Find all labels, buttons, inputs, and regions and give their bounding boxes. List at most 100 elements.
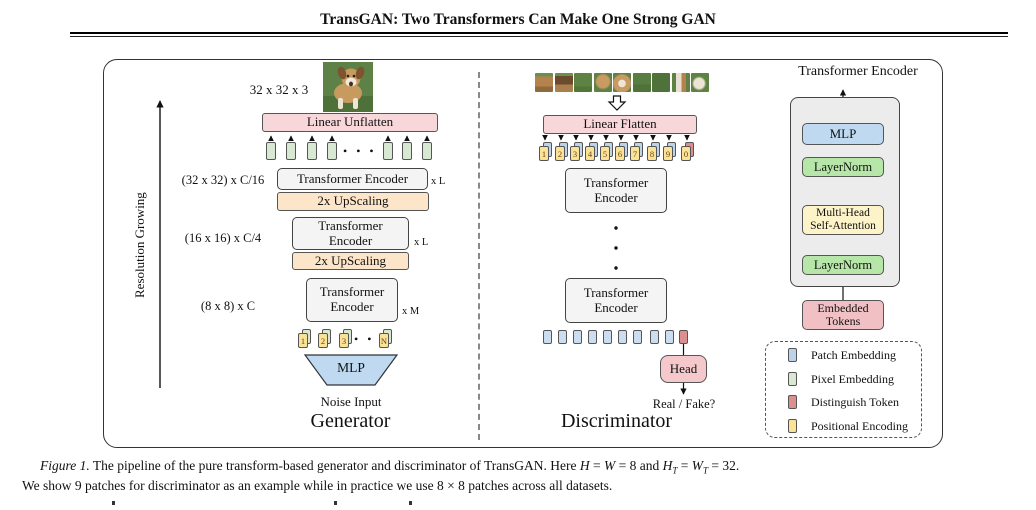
generator-section-label: Generator xyxy=(310,410,391,432)
section-divider xyxy=(478,72,480,440)
figure-caption-line1: Figure 1. The pipeline of the pure trans… xyxy=(40,458,1005,476)
image-patch xyxy=(554,73,573,92)
mlp-box: MLP xyxy=(802,123,884,145)
legend-frame xyxy=(765,341,922,438)
encoder-line: Transformer xyxy=(318,217,383,233)
legend-item: Distinguish Token xyxy=(788,394,918,410)
patch-token: 3 xyxy=(570,142,583,161)
math-value: 8 xyxy=(629,458,637,473)
positional-token: 3 xyxy=(339,329,352,348)
image-patch xyxy=(574,73,592,92)
legend-item: Positional Encoding xyxy=(788,418,918,434)
pixel-embedding-swatch xyxy=(788,372,797,386)
math-operator: = xyxy=(680,458,689,473)
upscaling-box: 2x UpScaling xyxy=(277,192,429,211)
encoder-line: Transformer xyxy=(583,284,649,300)
token-number: 3 xyxy=(339,333,349,348)
upscaling-box: 2x UpScaling xyxy=(292,252,409,270)
encoder-line: Encoder xyxy=(330,299,374,314)
layernorm-box: LayerNorm xyxy=(802,255,884,275)
token-number: 1 xyxy=(539,146,549,161)
legend-label: Pixel Embedding xyxy=(811,372,894,386)
mhsa-line: Multi-Head xyxy=(816,207,870,220)
patch-token: 8 xyxy=(647,142,660,161)
ellipsis: • • • xyxy=(343,144,377,158)
pixel-token xyxy=(307,142,317,160)
patch-embedding-token xyxy=(543,330,552,344)
repeat-label: x M xyxy=(402,306,420,317)
figure-caption-line2: We show 9 patches for discriminator as a… xyxy=(22,478,613,493)
pixel-token xyxy=(286,142,296,160)
token-number: 2 xyxy=(318,333,328,348)
math-value: 32. xyxy=(722,458,740,473)
resolution-label: (16 x 16) x C/4 xyxy=(184,231,262,245)
patch-token: 5 xyxy=(600,142,613,161)
encoder-line: Encoder xyxy=(594,299,638,315)
distinguish-token-output xyxy=(679,330,688,344)
image-patch xyxy=(535,73,553,92)
token-number: 2 xyxy=(555,146,565,161)
layernorm-box: LayerNorm xyxy=(802,157,884,177)
token-number: 1 xyxy=(298,333,308,348)
token-number: N xyxy=(379,333,389,348)
output-shape-label: 32 x 32 x 3 xyxy=(249,82,309,97)
caption-text: The pipeline of the pure transform-based… xyxy=(92,458,577,473)
math-symbol: HT xyxy=(662,458,678,476)
image-patch xyxy=(691,73,709,92)
pixel-token xyxy=(266,142,276,160)
image-patch xyxy=(652,73,670,92)
patch-token: 6 xyxy=(615,142,628,161)
distinguish-token-swatch xyxy=(788,395,797,409)
input-patch-strip xyxy=(535,73,709,92)
positional-token: 2 xyxy=(318,329,331,348)
real-fake-label: Real / Fake? xyxy=(652,397,716,411)
ellipsis: • • • xyxy=(354,332,388,346)
resolution-growing-label: Resolution Growing xyxy=(132,192,147,299)
token-number: 9 xyxy=(663,146,673,161)
patch-embedding-token xyxy=(618,330,627,344)
resolution-label: (32 x 32) x C/16 xyxy=(181,173,265,187)
token-number: 0 xyxy=(681,146,691,161)
encoder-line: Encoder xyxy=(594,189,638,205)
math-symbol: WT xyxy=(691,458,709,476)
figure-frame xyxy=(103,59,943,448)
patch-embedding-token xyxy=(603,330,612,344)
distinguish-token: 0 xyxy=(681,142,694,161)
caption-text: and xyxy=(639,458,660,473)
patch-embedding-token xyxy=(573,330,582,344)
mhsa-line: Self-Attention xyxy=(810,220,876,232)
generated-dog-image xyxy=(323,62,373,112)
patch-embedding-token xyxy=(558,330,567,344)
patch-token: 1 xyxy=(539,142,552,161)
math-operator: = xyxy=(593,458,601,473)
legend-label: Positional Encoding xyxy=(811,419,908,433)
repeat-label: x L xyxy=(431,176,446,187)
linear-unflatten-box: Linear Unflatten xyxy=(262,113,438,132)
mlp-label: MLP xyxy=(337,360,365,375)
legend-label: Distinguish Token xyxy=(811,395,899,409)
encoder-detail-title: Transformer Encoder xyxy=(798,64,918,79)
math-symbol: H xyxy=(579,458,590,473)
cropped-text-fragment xyxy=(334,501,337,505)
patch-token: 7 xyxy=(630,142,643,161)
pixel-token xyxy=(422,142,432,160)
positional-encoding-swatch xyxy=(788,419,797,433)
image-patch xyxy=(671,73,690,92)
resolution-label: (8 x 8) x C xyxy=(200,299,256,313)
patch-token: 4 xyxy=(585,142,598,161)
cropped-text-fragment xyxy=(112,501,115,505)
patch-embedding-swatch xyxy=(788,348,797,362)
linear-flatten-box: Linear Flatten xyxy=(543,115,697,134)
positional-token: N xyxy=(379,329,392,348)
math-symbol: W xyxy=(604,458,616,473)
token-number: 5 xyxy=(600,146,610,161)
encoder-line: Transformer xyxy=(319,284,385,300)
encoder-line: Transformer xyxy=(583,174,649,190)
token-number: 8 xyxy=(647,146,657,161)
encoder-line: Encoder xyxy=(328,232,373,248)
repeat-label: x L xyxy=(414,237,429,248)
token-number: 4 xyxy=(585,146,595,161)
pixel-token xyxy=(402,142,412,160)
positional-token: 1 xyxy=(298,329,311,348)
